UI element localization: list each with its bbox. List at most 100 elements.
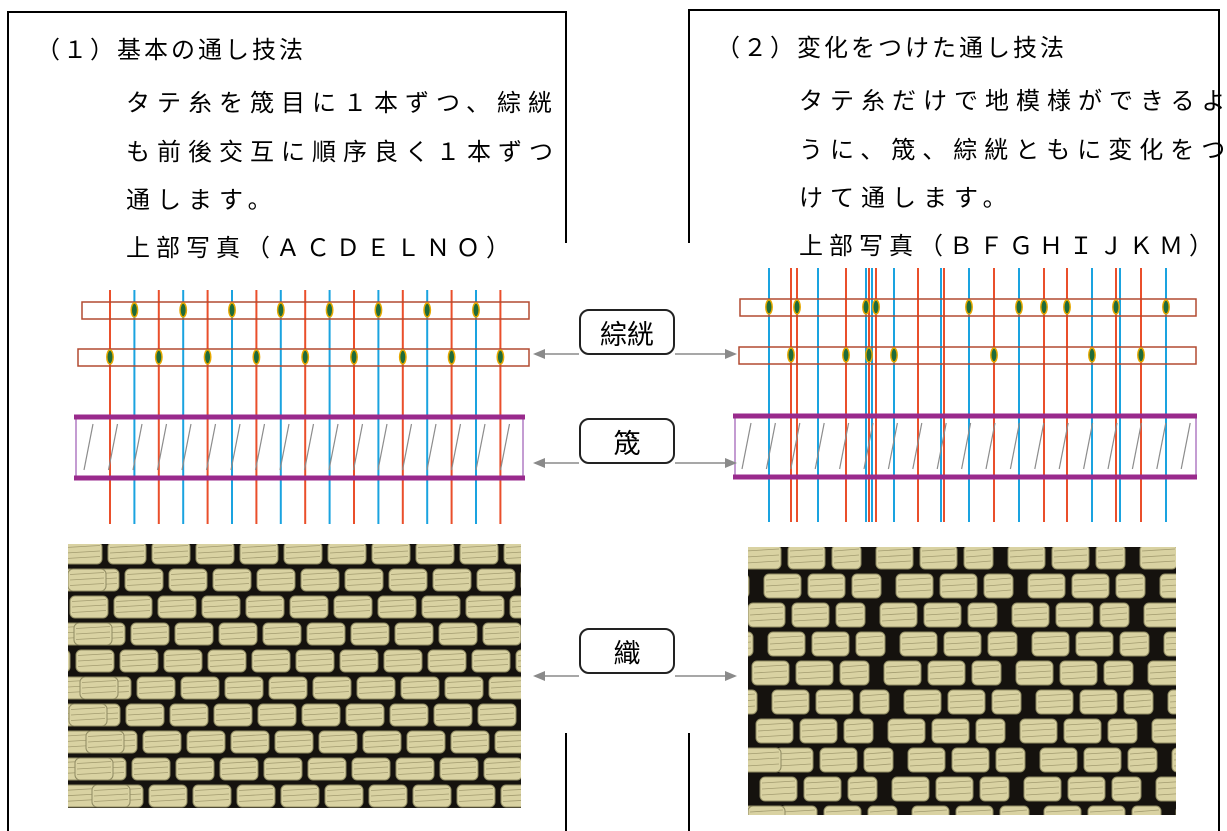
- weft-float: [350, 622, 390, 646]
- straw-twist: [1169, 707, 1176, 709]
- straw-twist: [68, 712, 75, 714]
- straw-twist: [773, 705, 808, 709]
- straw-twist: [194, 799, 230, 802]
- straw-twist: [309, 766, 345, 770]
- straw-twist: [817, 693, 852, 697]
- straw-twist: [341, 658, 377, 662]
- straw-twist: [478, 583, 514, 586]
- weft-float: [68, 568, 107, 592]
- straw-twist: [805, 780, 840, 784]
- straw-twist: [1033, 641, 1068, 645]
- straw-twist: [989, 635, 1016, 639]
- straw-twist: [502, 789, 521, 791]
- straw-twist: [238, 788, 274, 791]
- weft-float: [835, 602, 866, 628]
- straw-twist: [748, 763, 780, 767]
- straw-twist: [1117, 577, 1144, 581]
- straw-twist: [1129, 757, 1156, 761]
- straw-twist: [68, 691, 86, 693]
- straw-twist: [68, 685, 86, 688]
- straw-twist: [414, 799, 450, 802]
- weft-float: [218, 622, 258, 646]
- straw-twist: [346, 577, 382, 581]
- weft-float: [438, 622, 478, 646]
- straw-twist: [857, 647, 884, 651]
- straw-twist: [1021, 728, 1056, 732]
- straw-twist: [138, 685, 174, 689]
- straw-twist: [215, 718, 251, 721]
- straw-twist: [1125, 693, 1152, 697]
- heddle-eye: [374, 302, 383, 318]
- weft-float: [300, 568, 340, 592]
- weft-float: [1011, 602, 1050, 628]
- weft-float: [1083, 747, 1122, 773]
- left-panel-right-border-top: [565, 11, 567, 243]
- straw-twist: [793, 606, 828, 610]
- weft-float: [395, 757, 435, 781]
- heddle-eye: [325, 302, 334, 318]
- straw-twist: [335, 604, 371, 608]
- straw-twist: [265, 772, 301, 775]
- weft-float: [432, 568, 472, 592]
- weft-float: [951, 747, 990, 773]
- straw-twist: [297, 664, 333, 667]
- weft-float: [307, 757, 347, 781]
- straw-twist: [417, 545, 453, 548]
- straw-twist: [314, 685, 350, 689]
- straw-twist: [1109, 734, 1136, 738]
- straw-twist: [446, 685, 482, 689]
- straw-twist: [429, 658, 465, 662]
- straw-twist: [837, 612, 864, 616]
- straw-twist: [969, 612, 996, 616]
- weft-float: [230, 730, 270, 754]
- heddle-eyes: [106, 299, 1170, 365]
- straw-twist: [170, 577, 206, 581]
- weft-float: [923, 602, 962, 628]
- straw-twist: [126, 572, 162, 575]
- straw-twist: [473, 664, 509, 667]
- straw-twist: [259, 718, 295, 721]
- straw-twist: [396, 637, 432, 640]
- straw-twist: [458, 793, 494, 797]
- straw-twist: [781, 809, 816, 813]
- weft-float: [274, 730, 314, 754]
- straw-twist: [901, 641, 936, 645]
- straw-twist: [265, 761, 301, 764]
- straw-twist: [893, 780, 928, 784]
- straw-twist: [364, 739, 400, 743]
- straw-twist: [989, 641, 1016, 645]
- heddle-eye: [1112, 299, 1120, 315]
- straw-twist: [1157, 781, 1176, 784]
- heddle-eye: [301, 349, 310, 365]
- reed-dent: [765, 422, 776, 470]
- straw-twist: [270, 691, 306, 694]
- weft-float: [439, 757, 479, 781]
- straw-twist: [414, 793, 450, 797]
- straw-twist: [81, 680, 117, 683]
- straw-twist: [379, 599, 415, 602]
- straw-twist: [496, 740, 521, 743]
- straw-twist: [197, 545, 233, 548]
- weft-float: [362, 730, 402, 754]
- weft-float: [483, 757, 521, 781]
- straw-twist: [391, 712, 427, 716]
- straw-twist: [845, 728, 872, 732]
- straw-twist: [68, 788, 98, 791]
- straw-twist: [797, 670, 832, 674]
- weft-float: [1103, 660, 1134, 686]
- straw-twist: [353, 766, 389, 770]
- weft-float: [843, 718, 874, 744]
- weft-float: [748, 805, 786, 815]
- straw-twist: [385, 653, 421, 656]
- straw-twist: [171, 707, 207, 710]
- reed-dent: [181, 423, 192, 471]
- weft-float: [943, 631, 982, 657]
- weft-float: [195, 544, 235, 565]
- straw-twist: [1041, 763, 1076, 767]
- straw-twist: [484, 637, 520, 640]
- weft-float: [345, 703, 385, 727]
- straw-twist: [241, 556, 277, 559]
- straw-twist: [973, 676, 1000, 680]
- straw-twist: [813, 641, 848, 645]
